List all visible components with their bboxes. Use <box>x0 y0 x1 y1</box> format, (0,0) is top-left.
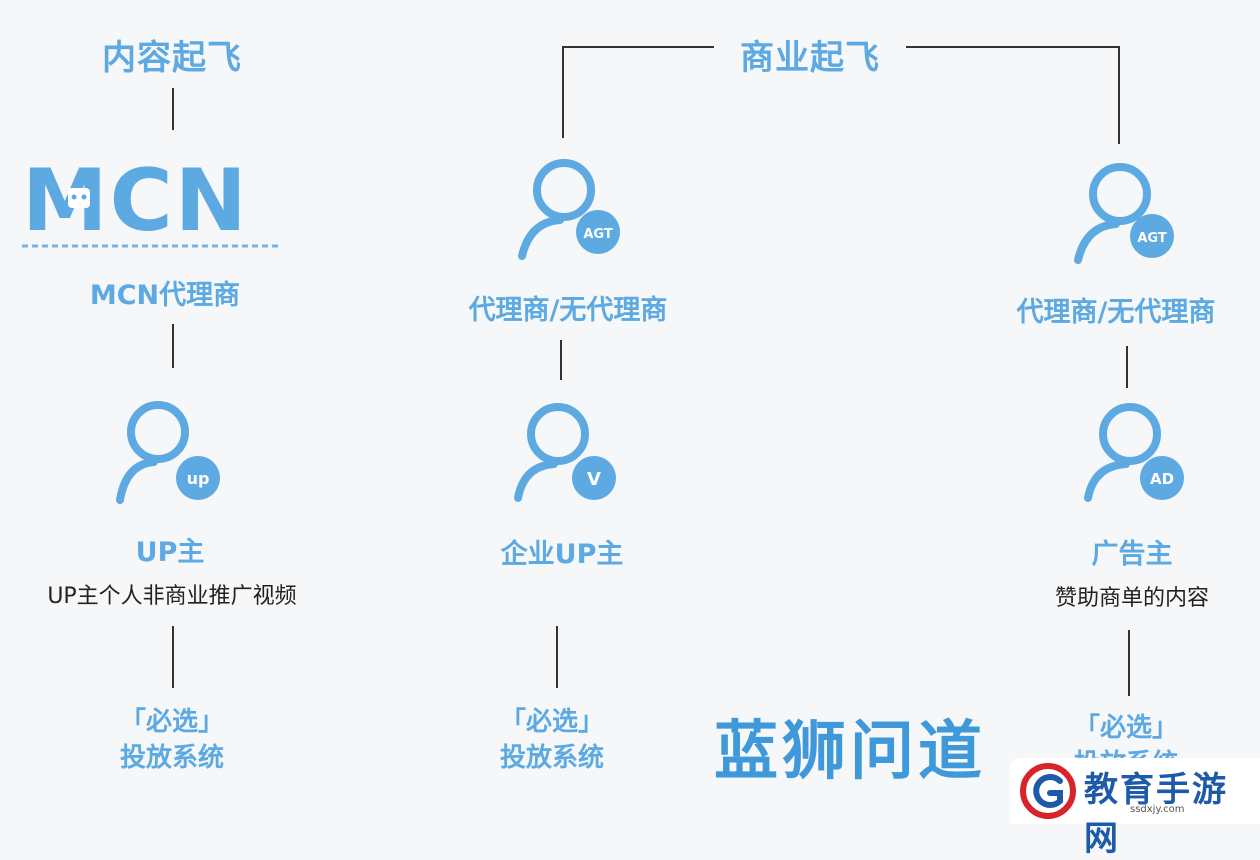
content-takeoff-heading: 内容起飞 <box>102 38 242 78</box>
advertiser-label: 广告主 <box>1091 539 1173 570</box>
connector-line <box>560 340 562 380</box>
connector-line <box>172 626 174 688</box>
connector-line <box>562 46 714 48</box>
connector-line <box>172 324 174 368</box>
left-must-select: 「必选」 投放系统 <box>120 704 224 776</box>
agt-badge: AGT <box>583 227 613 242</box>
mcn-logo: MCN <box>22 158 280 251</box>
business-takeoff-heading: 商业起飞 <box>740 38 880 78</box>
middle-must-select: 「必选」 投放系统 <box>500 704 604 776</box>
connector-line <box>906 46 1120 48</box>
mcn-logo-text: MCN <box>22 158 249 251</box>
connector-line <box>1118 46 1120 144</box>
up-user-icon: up <box>116 401 220 504</box>
mcn-agent-label: MCN代理商 <box>89 280 241 311</box>
agent-label: 代理商/无代理商 <box>1016 297 1216 328</box>
ad-system-label: 投放系统 <box>119 743 225 773</box>
agent-user-icon: AGT <box>1074 163 1174 264</box>
advertiser-user-icon: AD <box>1084 403 1184 502</box>
agent-user-icon: AGT <box>518 159 620 260</box>
connector-line <box>172 88 174 130</box>
site-logo-icon <box>1020 763 1076 819</box>
ad-badge: AD <box>1150 470 1174 488</box>
v-badge: V <box>587 469 601 490</box>
connector-line <box>556 626 558 688</box>
agent-label: 代理商/无代理商 <box>468 295 668 326</box>
site-watermark: 教育手游网 ssdxjy.com <box>1010 758 1260 859</box>
up-owner-desc: UP主个人非商业推广视频 <box>47 584 297 609</box>
watermark-url: ssdxjy.com <box>1130 804 1185 815</box>
brand-logo-text: 蓝狮问道 <box>714 715 986 789</box>
agt-badge: AGT <box>1137 231 1167 246</box>
enterprise-user-icon: V <box>514 403 616 502</box>
connector-line <box>562 46 564 138</box>
advertiser-desc: 赞助商单的内容 <box>1054 586 1210 611</box>
must-select-tag: 「必选」 <box>119 707 225 737</box>
connector-line <box>1128 630 1130 696</box>
up-owner-label: UP主 <box>135 537 205 568</box>
must-select-tag: 「必选」 <box>499 707 605 737</box>
up-badge: up <box>187 469 210 488</box>
must-select-tag: 「必选」 <box>1073 713 1179 743</box>
connector-line <box>1126 346 1128 388</box>
enterprise-up-label: 企业UP主 <box>500 539 624 570</box>
ad-system-label: 投放系统 <box>499 743 605 773</box>
